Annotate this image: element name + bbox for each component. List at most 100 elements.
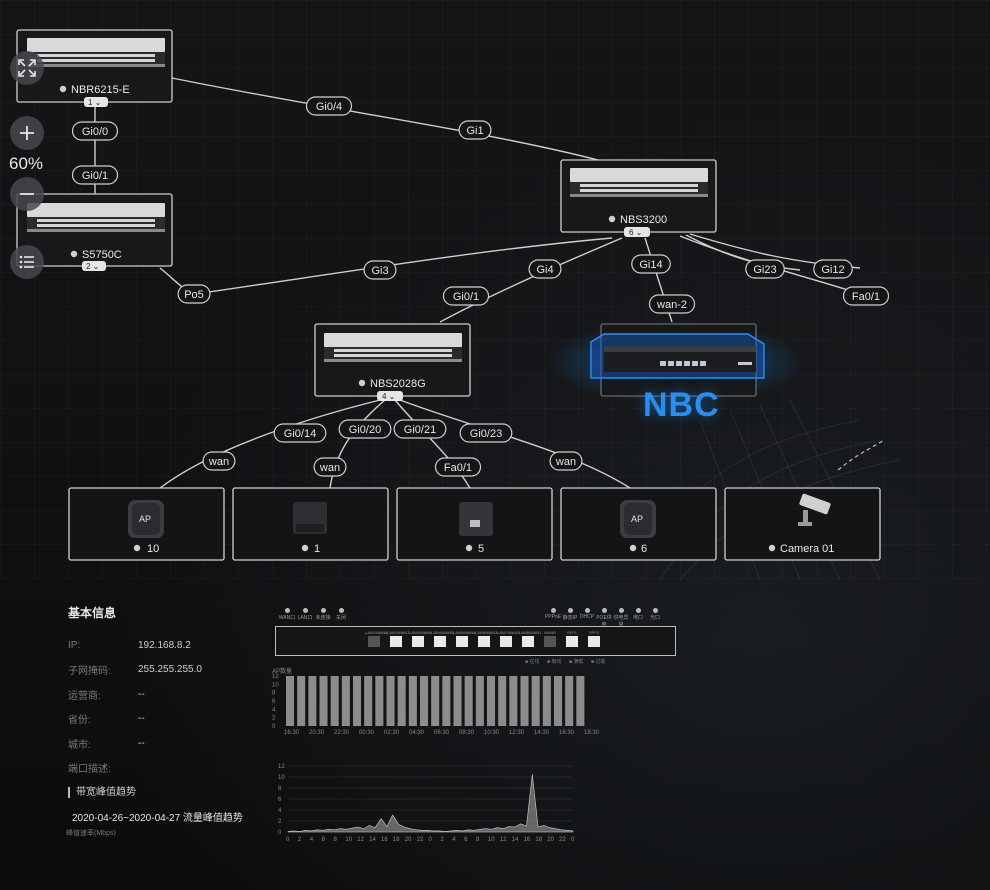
y-tick-label: 6 (272, 699, 276, 705)
legend-item: 光口 (646, 608, 664, 621)
endpoint-device-1[interactable] (232, 487, 389, 561)
svg-text:Gi23: Gi23 (753, 264, 776, 276)
port-label: LAN3/WAN6 (409, 630, 432, 635)
y-tick-label: 4 (272, 707, 276, 713)
device-nbs2028g[interactable] (314, 323, 471, 401)
menu-button[interactable] (10, 245, 44, 279)
y-tick-label: 6 (278, 797, 282, 803)
x-tick-label: 10 (488, 837, 495, 843)
port-3[interactable] (412, 636, 424, 647)
x-tick-label: 18:30 (584, 730, 600, 736)
port-7[interactable] (500, 636, 512, 647)
bar (487, 676, 496, 726)
port-label-p_wan_b: wan (313, 457, 347, 477)
port-label: SFP2 (588, 630, 599, 635)
port-2[interactable] (390, 636, 402, 647)
endpoint-label: 5 (478, 543, 484, 555)
port-label-p_gi4: Gi4 (528, 259, 562, 279)
port-label-p_gi01a: Gi0/1 (71, 165, 119, 185)
nbc-label: NBC (643, 386, 720, 424)
device-nbc[interactable] (546, 320, 806, 404)
port-5[interactable] (456, 636, 468, 647)
port-1[interactable] (368, 636, 380, 647)
legend-item: 静态IP (561, 608, 579, 621)
svg-text:Gi0/14: Gi0/14 (284, 428, 316, 440)
trend-range: 2020-04-26~2020-04-27 流量峰值趋势 (72, 813, 243, 824)
port-11[interactable] (588, 636, 600, 647)
port-label-p_wan1: wan (202, 451, 236, 471)
port-4[interactable] (434, 636, 446, 647)
svg-text:Gi0/0: Gi0/0 (82, 126, 108, 138)
device-nbs3200[interactable] (560, 159, 717, 237)
svg-text:wan: wan (208, 456, 229, 468)
list-icon (19, 255, 34, 269)
endpoint-label: 10 (147, 543, 159, 555)
svg-text:Fa0/1: Fa0/1 (444, 462, 472, 474)
info-title: 基本信息 (68, 606, 117, 620)
device-label: S5750C (82, 249, 122, 261)
series-area (287, 774, 574, 833)
x-tick-label: 6 (464, 837, 468, 843)
bar (464, 676, 473, 726)
port-8[interactable] (522, 636, 534, 647)
device-s5750c[interactable] (16, 193, 173, 271)
bar (542, 676, 551, 726)
zoom-in-button[interactable] (10, 116, 44, 150)
bar (442, 676, 451, 726)
port-label: SFP1 (566, 630, 577, 635)
bar (364, 676, 373, 726)
info-key: 省份: (68, 715, 91, 727)
port-6[interactable] (478, 636, 490, 647)
port-label-p_gi020: Gi0/20 (338, 419, 392, 439)
endpoint-ap-10[interactable] (68, 487, 225, 561)
x-tick-label: 16 (381, 837, 388, 843)
info-key: 子网掩码: (68, 666, 111, 678)
endpoint-device-5[interactable] (396, 487, 553, 561)
port-label-p_gi014: Gi0/14 (273, 423, 327, 443)
bar (319, 676, 328, 726)
x-tick-label: 22 (417, 837, 424, 843)
x-tick-label: 16 (524, 837, 531, 843)
x-tick-label: 4 (310, 837, 314, 843)
footer-legend-item: ■ 离线 (547, 659, 562, 665)
port-label: LAN4/WAN5 (431, 630, 454, 635)
svg-text:Gi4: Gi4 (536, 264, 553, 276)
port-label-p_gi01b: Gi0/1 (442, 286, 490, 306)
x-tick-label: 04:30 (409, 730, 425, 736)
zoom-out-button[interactable] (10, 177, 44, 211)
info-row: IP:192.168.8.2 (68, 633, 268, 658)
endpoint-label: 1 (314, 543, 320, 555)
bar (353, 676, 362, 726)
x-tick-label: 12:30 (509, 730, 525, 736)
port-label-p_fa01a: Fa0/1 (842, 286, 890, 306)
svg-text:Po5: Po5 (184, 289, 204, 301)
port-label-p_gi12: Gi12 (813, 259, 853, 279)
svg-text:Gi14: Gi14 (639, 259, 662, 271)
fullscreen-button[interactable] (10, 51, 44, 85)
legend-item: 供电异常 (612, 608, 630, 628)
port-label: LAN7/WAN2 (497, 630, 520, 635)
y-tick-label: 10 (278, 775, 285, 781)
x-tick-label: 20 (405, 837, 412, 843)
bar (341, 676, 350, 726)
svg-text:Gi0/4: Gi0/4 (316, 101, 342, 113)
port-label-p_gi021: Gi0/21 (393, 419, 447, 439)
y-tick-label: 2 (278, 819, 282, 825)
endpoint-ap-6[interactable] (560, 487, 717, 561)
port-10[interactable] (566, 636, 578, 647)
x-tick-label: 0 (286, 837, 290, 843)
endpoint-camera-01[interactable] (724, 439, 885, 561)
device-label: NBS3200 (620, 214, 667, 226)
x-tick-label: 8 (476, 837, 480, 843)
device-badge: 2 ⌄ (86, 262, 99, 271)
device-label: NBS2028G (370, 378, 426, 390)
port-9[interactable] (544, 636, 556, 647)
legend-item: DHCP (578, 608, 596, 620)
x-tick-label: 18 (393, 837, 400, 843)
info-row: 子网掩码:255.255.255.0 (68, 658, 268, 683)
port-label-p_gi23a: Gi23 (745, 259, 785, 279)
x-tick-label: 0 (429, 837, 433, 843)
port-label-p_gi04: Gi0/4 (305, 96, 353, 116)
